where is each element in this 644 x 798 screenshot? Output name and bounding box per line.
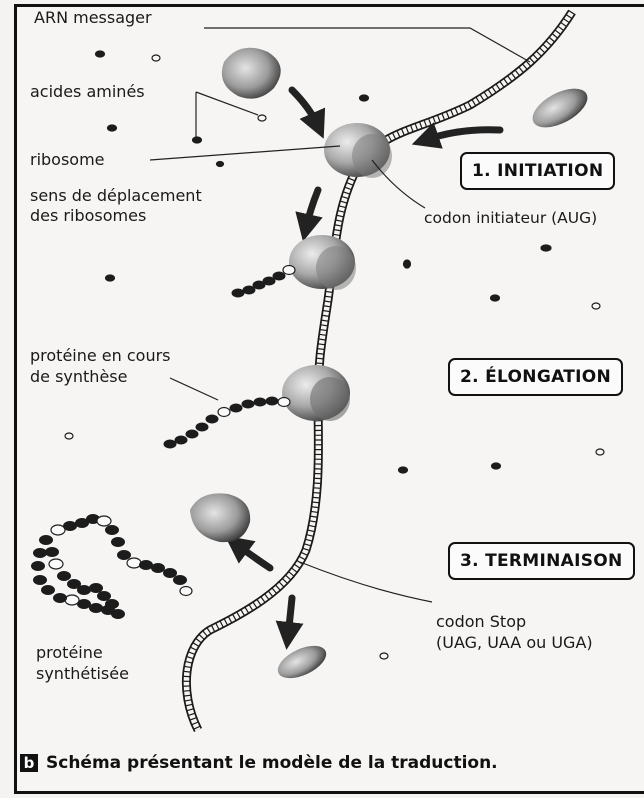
label-proteine-synthetisee-2: synthétisée <box>36 664 129 684</box>
caption-letter: b <box>20 754 38 772</box>
label-proteine-synthetisee-1: protéine <box>36 643 103 663</box>
stage-terminaison: 3. TERMINAISON <box>448 542 635 580</box>
label-acides-amines: acides aminés <box>30 82 145 102</box>
label-proteine-cours-1: protéine en cours <box>30 346 171 366</box>
label-arn-messager: ARN messager <box>34 8 152 28</box>
caption-text: Schéma présentant le modèle de la traduc… <box>46 752 498 774</box>
stage-elongation: 2. ÉLONGATION <box>448 358 623 396</box>
label-sens-deplacement-2: des ribosomes <box>30 206 146 226</box>
ribosome-initiation <box>324 123 392 178</box>
stage-initiation: 1. INITIATION <box>460 152 615 190</box>
ribosome-elongation-2 <box>282 365 350 421</box>
label-codon-stop-2: (UAG, UAA ou UGA) <box>436 633 593 653</box>
label-ribosome: ribosome <box>30 150 105 170</box>
label-proteine-cours-2: de synthèse <box>30 367 127 387</box>
label-sens-deplacement-1: sens de déplacement <box>30 186 202 206</box>
finished-protein <box>31 514 192 619</box>
ribosome-elongation-1 <box>289 235 356 290</box>
protein-chain-short <box>232 266 296 298</box>
label-codon-stop-1: codon Stop <box>436 612 526 632</box>
label-codon-initiateur: codon initiateur (AUG) <box>424 208 597 228</box>
protein-chain-medium <box>164 397 291 449</box>
